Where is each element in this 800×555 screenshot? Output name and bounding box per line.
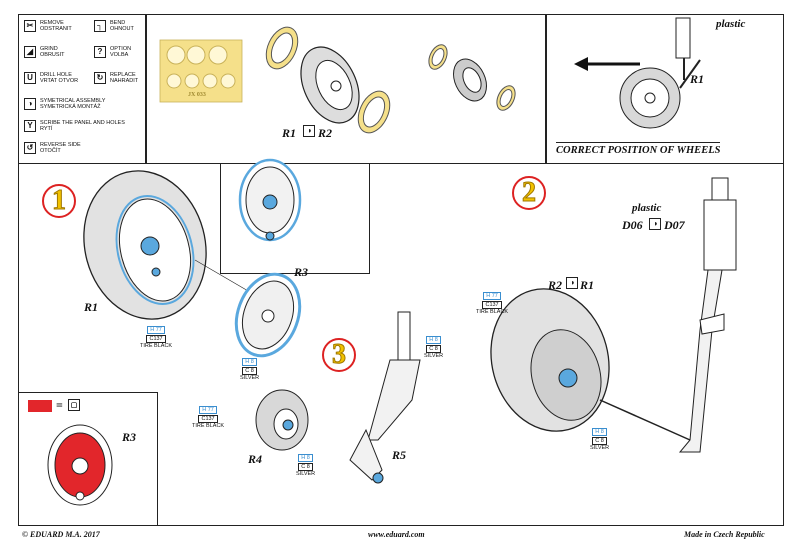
correct-position-wheel (574, 17, 701, 129)
option-icon: ? (94, 46, 106, 58)
grind-icon: ◢ (24, 46, 36, 58)
symmetrical-assembly-icon-d: ◑ (649, 218, 661, 230)
footer-copyright: © EDUARD M.A. 2017 (22, 530, 100, 539)
legend-label: DRILL HOLE VRTAT OTVOR (40, 72, 79, 84)
part-label-r2-step2: R2 (548, 278, 563, 292)
legend-item-option: ? OPTION VOLBA (94, 46, 131, 58)
legend-item-replace: ↻ REPLACE NAHRADIT (94, 72, 138, 84)
drill-hole-icon: U (24, 72, 36, 84)
legend-label: OPTION VOLBA (110, 46, 132, 58)
legend-label: SCRIBE THE PANEL AND HOLES RYTÍ (40, 120, 125, 132)
paint-callout-silver-3b: H 8 C 8 SILVER (424, 336, 444, 359)
symmetrical-assembly-icon-r: ◑ (566, 277, 578, 289)
legend-item-symmetrical-assembly: ◑ SYMETRICAL ASSEMBLY SYMETRICKÁ MONTÁŽ (24, 98, 105, 110)
reverse-side-icon: ↺ (24, 142, 36, 154)
mask-sheet (159, 39, 243, 103)
part-label-r1-step1: R1 (84, 300, 99, 314)
legend-panel (18, 14, 146, 164)
step1-wheel-r1 (83, 170, 256, 320)
remove-icon: ✂ (24, 20, 36, 32)
paint-callout-tire-black-1: H 77 C137 TIRE BLACK (140, 326, 173, 349)
legend-item-drill-hole: U DRILL HOLE VRTAT OTVOR (24, 72, 78, 84)
correct-position-title: CORRECT POSITION OF WHEELS (556, 142, 721, 156)
painting-key-panel (18, 392, 158, 526)
plastic-label-step2: plastic (632, 202, 662, 214)
remove-icon-key: ▢ (68, 399, 80, 411)
step3-wheel-r4 (255, 389, 309, 451)
part-label-r1-step2: R1 (580, 278, 595, 292)
legend-label: BEND OHNOUT (110, 20, 134, 32)
legend-label: SYMETRICAL ASSEMBLY SYMETRICKÁ MONTÁŽ (40, 98, 106, 110)
paint-callout-silver-3a: H 8 C 8 SILVER (296, 454, 316, 477)
symmetrical-assembly-icon: ◑ (24, 98, 36, 110)
step2-wheel (490, 288, 610, 432)
replace-icon: ↻ (94, 72, 106, 84)
symmetrical-assembly-icon: ◑ (303, 125, 315, 137)
step-number-2: 2 (512, 176, 546, 210)
legend-item-grind: ◢ GRIND OBRUSIT (24, 46, 64, 58)
paint-callout-tire-black-3: H 77 C137 TIRE BLACK (192, 406, 225, 429)
part-label-d07: D07 (664, 218, 685, 232)
detail-hub (238, 158, 302, 242)
step-number-1: 1 (42, 184, 76, 218)
part-label-d06: D06 (622, 218, 643, 232)
paint-callout-silver-1: H 8 C 8 SILVER (240, 358, 260, 381)
mask-code: JX 033 (188, 92, 206, 98)
legend-item-scribe: Y SCRIBE THE PANEL AND HOLES RYTÍ (24, 120, 125, 132)
top-wheel-r1-r2 (265, 26, 391, 134)
part-label-r1-correct: R1 (690, 72, 705, 86)
part-label-r1: R1 (282, 126, 297, 140)
part-label-r4-step3: R4 (248, 452, 263, 466)
paint-callout-silver-2: H 8 C 8 SILVER (590, 428, 610, 451)
part-label-r3-step1: R3 (294, 265, 309, 279)
scribe-icon: Y (24, 120, 36, 132)
footer-origin: Made in Czech Republic (684, 530, 765, 539)
step3-strut-r5 (349, 311, 421, 484)
top-wheel-r4 (428, 44, 516, 111)
bend-icon: ┐ (94, 20, 106, 32)
part-label-r3-key: R3 (122, 430, 137, 444)
legend-label: REMOVE ODSTRANIT (40, 20, 72, 32)
step-number-3: 3 (322, 338, 356, 372)
legend-label: REPLACE NAHRADIT (110, 72, 139, 84)
part-label-r5: R5 (392, 448, 407, 462)
legend-label: GRIND OBRUSIT (40, 46, 65, 58)
painting-key-hub (28, 400, 113, 506)
correct-position-panel (546, 14, 784, 164)
step1-hub-r3 (234, 272, 302, 358)
step2-strut (599, 177, 737, 453)
top-parts-panel (146, 14, 546, 164)
legend-item-bend: ┐ BEND OHNOUT (94, 20, 134, 32)
part-label-r2: R2 (318, 126, 333, 140)
footer-website[interactable]: www.eduard.com (368, 530, 425, 539)
legend-item-remove: ✂ REMOVE ODSTRANIT (24, 20, 72, 32)
legend-label: REVERSE SIDE OTOČÍT (40, 142, 81, 154)
paint-callout-tire-black-2: H 77 C137 TIRE BLACK (476, 292, 509, 315)
detail-inset (220, 164, 370, 274)
plastic-label-top: plastic (716, 18, 746, 30)
legend-item-reverse-side: ↺ REVERSE SIDE OTOČÍT (24, 142, 81, 154)
equals-sign: = (56, 398, 63, 412)
